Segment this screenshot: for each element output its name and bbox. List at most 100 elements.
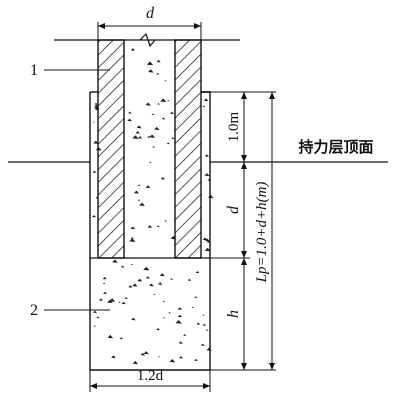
concrete-speckle — [93, 310, 98, 314]
concrete-speckle — [149, 283, 154, 287]
concrete-speckle — [202, 323, 207, 326]
concrete-speckle — [194, 358, 198, 361]
dim-total-label: Lp=1.0+d+h(m) — [254, 182, 270, 284]
concrete-speckle — [149, 134, 155, 138]
outer-arrow-top — [269, 92, 275, 99]
concrete-speckle — [154, 126, 160, 131]
concrete-speckle — [147, 135, 151, 138]
concrete-speckle — [135, 130, 140, 134]
concrete-speckle — [156, 72, 160, 75]
concrete-speckle — [194, 296, 198, 299]
callout-2-label: 2 — [30, 302, 38, 319]
concrete-speckle — [145, 185, 151, 189]
inner-arrow-2 — [241, 155, 247, 162]
concrete-speckle — [107, 334, 114, 339]
inner-arrow-1 — [241, 92, 247, 99]
concrete-speckle — [164, 220, 168, 222]
inner-arrow-4 — [241, 251, 247, 258]
concrete-speckle — [130, 263, 133, 266]
inner-arrow-6 — [241, 363, 247, 370]
dim-upper-label: 1.0m — [226, 111, 242, 142]
concrete-speckle — [163, 317, 166, 319]
concrete-speckle — [109, 298, 116, 302]
concrete-speckle — [204, 154, 210, 157]
concrete-speckle — [147, 225, 153, 228]
pile-core — [123, 39, 176, 259]
concrete-speckle — [137, 199, 141, 201]
concrete-speckle — [162, 300, 165, 303]
inner-arrow-3 — [241, 162, 247, 169]
pile-wall-left — [97, 39, 125, 259]
pile-wall-right — [174, 39, 202, 259]
concrete-speckle — [145, 276, 150, 279]
concrete-speckle — [92, 121, 95, 123]
concrete-speckle — [157, 355, 161, 358]
concrete-speckle — [159, 273, 165, 277]
concrete-speckle — [137, 184, 141, 187]
concrete-speckle — [157, 282, 163, 285]
concrete-speckle — [205, 329, 209, 331]
concrete-speckle — [183, 334, 187, 336]
concrete-speckle — [195, 271, 200, 274]
concrete-speckle — [121, 301, 126, 305]
bottom-width-label: 1.2d — [137, 368, 164, 384]
concrete-speckle — [152, 145, 155, 148]
concrete-speckle — [120, 265, 125, 268]
bearing-layer-label: 持力层顶面 — [298, 138, 373, 156]
concrete-speckle — [112, 259, 118, 263]
concrete-speckle — [200, 343, 205, 346]
concrete-speckle — [96, 316, 100, 319]
concrete-speckle — [137, 278, 143, 282]
concrete-speckle — [111, 355, 116, 359]
concrete-speckle — [203, 98, 209, 102]
concrete-speckle — [161, 117, 166, 120]
concrete-speckle — [196, 322, 201, 325]
concrete-speckle — [92, 170, 97, 173]
concrete-speckle — [148, 69, 154, 73]
concrete-speckle — [170, 278, 174, 280]
concrete-speckle — [145, 102, 151, 106]
concrete-speckle — [102, 282, 106, 285]
concrete-speckle — [153, 293, 156, 295]
concrete-speckle — [169, 111, 174, 114]
concrete-speckle — [93, 325, 96, 327]
callout-1-label: 1 — [30, 62, 38, 79]
concrete-speckle — [92, 215, 97, 218]
concrete-speckle — [124, 296, 128, 300]
concrete-speckle — [204, 173, 210, 177]
concrete-speckle — [140, 352, 146, 356]
top-dim-arrow-right — [194, 23, 201, 29]
concrete-speckle — [130, 237, 134, 239]
concrete-speckle — [107, 299, 113, 304]
concrete-speckles — [92, 48, 214, 365]
concrete-speckle — [132, 135, 139, 140]
concrete-speckle — [103, 291, 107, 295]
concrete-speckle — [204, 247, 211, 252]
concrete-speckle — [178, 356, 183, 359]
dim-lower-label: h — [225, 310, 242, 318]
top-width-label: d — [146, 5, 155, 22]
bottom-dim-arrow-left — [90, 383, 97, 389]
concrete-speckle — [98, 298, 103, 301]
concrete-speckle — [137, 136, 143, 139]
concrete-speckle — [202, 237, 208, 241]
concrete-speckle — [136, 125, 142, 129]
inner-arrow-5 — [241, 258, 247, 265]
concrete-speckle — [143, 351, 149, 355]
concrete-speckle — [177, 307, 182, 310]
concrete-speckle — [146, 61, 154, 66]
concrete-speckle — [151, 113, 155, 115]
concrete-speckle — [143, 266, 150, 271]
concrete-speckle — [202, 314, 205, 316]
concrete-speckle — [128, 111, 132, 114]
concrete-speckle — [127, 118, 132, 122]
concrete-speckle — [119, 337, 123, 340]
concrete-speckle — [178, 341, 183, 344]
concrete-speckle — [202, 105, 206, 108]
concrete-speckle — [94, 102, 98, 105]
concrete-speckle — [167, 99, 170, 102]
concrete-speckle — [177, 314, 183, 318]
top-dim-arrow-left — [98, 23, 105, 29]
